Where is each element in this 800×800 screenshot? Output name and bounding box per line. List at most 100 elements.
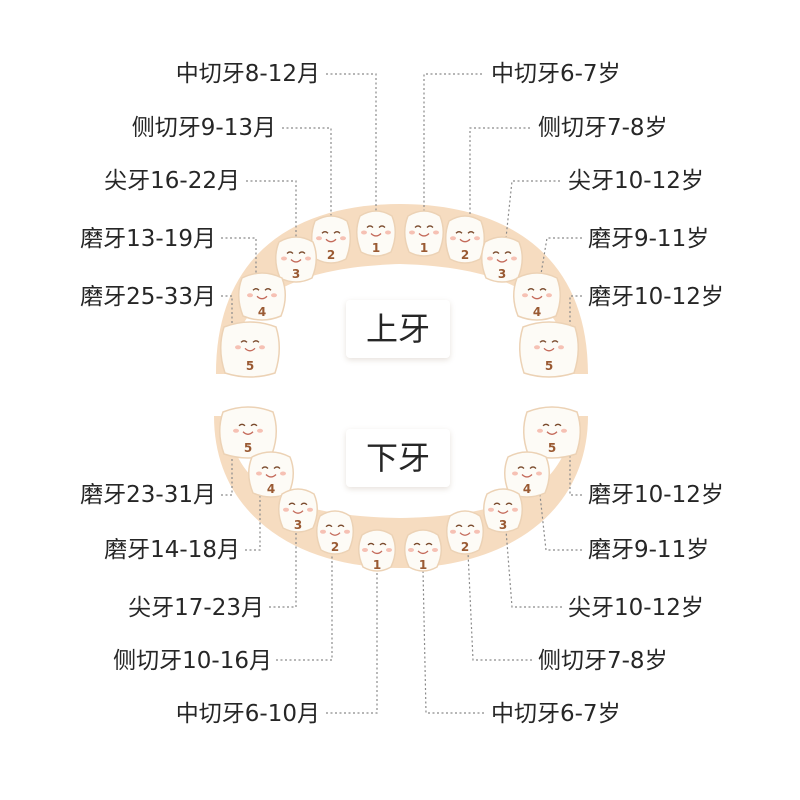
lower-right-central-incisor-tooth-body <box>404 529 442 572</box>
lower-left-lateral-incisor-label: 侧切牙10-16月 <box>113 648 272 674</box>
lower-left-second-molar-left-cheek <box>233 428 239 433</box>
upper-right-central-incisor-right-eye <box>426 225 434 228</box>
upper-left-canine-tooth-body <box>275 236 317 283</box>
upper-left-canine-leader <box>246 180 297 238</box>
upper-left-canine-right-eye <box>298 251 306 254</box>
upper-right-second-molar-right-eye <box>551 340 559 343</box>
lower-right-second-molar-left-cheek <box>537 428 543 433</box>
upper-left-first-molar-right-eye <box>264 288 272 291</box>
lower-right-lateral-incisor-tooth <box>446 510 484 555</box>
lower-right-first-molar-mouth <box>521 474 533 478</box>
lower-left-canine-tooth <box>278 488 318 533</box>
upper-left-lateral-incisor-tooth <box>311 215 351 264</box>
lower-right-central-incisor-label: 中切牙6-7岁 <box>491 701 621 727</box>
lower-right-lateral-incisor-left-cheek <box>450 529 456 534</box>
lower-left-lateral-incisor-number: 2 <box>330 539 340 554</box>
upper-right-second-molar-label: 磨牙10-12岁 <box>588 284 724 310</box>
lower-left-central-incisor-mouth <box>371 550 383 555</box>
lower-left-canine-tooth-body <box>278 488 318 533</box>
upper-left-first-molar-leader <box>221 237 257 274</box>
lower-right-second-molar-mouth <box>546 431 558 435</box>
lower-left-second-molar-left-eye <box>238 423 246 427</box>
lower-left-canine-left-eye <box>288 502 296 506</box>
upper-left-second-molar-mouth <box>244 347 256 352</box>
lower-right-central-incisor-left-cheek <box>408 547 414 552</box>
upper-right-second-molar-tooth-body <box>519 321 579 378</box>
upper-right-second-molar-tooth <box>519 321 579 378</box>
upper-left-second-molar-number: 5 <box>245 359 255 374</box>
upper-left-first-molar-tooth-body <box>238 272 286 321</box>
lower-right-canine-mouth <box>497 510 509 514</box>
lower-right-lateral-incisor-right-cheek <box>474 529 480 534</box>
upper-right-canine-right-eye <box>504 251 512 254</box>
upper-right-lateral-incisor-tooth <box>445 215 485 264</box>
lower-right-lateral-incisor-mouth <box>459 532 471 536</box>
lower-left-second-molar-leader <box>221 455 233 496</box>
lower-right-second-molar-right-eye <box>554 423 562 427</box>
lower-left-first-molar-left-cheek <box>256 471 262 476</box>
upper-left-canine-label: 尖牙16-22月 <box>104 168 240 194</box>
upper-right-canine-leader <box>505 180 560 239</box>
lower-left-first-molar-right-cheek <box>280 471 286 476</box>
upper-left-lateral-incisor-right-eye <box>333 231 341 234</box>
lower-right-lateral-incisor-tooth-body <box>446 510 484 555</box>
upper-right-lateral-incisor-right-eye <box>467 231 475 234</box>
upper-right-second-molar-number: 5 <box>544 359 554 374</box>
upper-left-central-incisor-leader <box>326 73 377 212</box>
lower-right-second-molar-tooth <box>523 406 581 459</box>
upper-left-canine-left-cheek <box>281 256 287 261</box>
lower-right-lateral-incisor-right-eye <box>467 524 475 528</box>
lower-left-first-molar-left-eye <box>261 466 269 469</box>
lower-right-central-incisor-right-cheek <box>432 547 438 552</box>
upper-left-first-molar-right-cheek <box>271 293 277 298</box>
lower-left-first-molar-number: 4 <box>266 482 276 497</box>
upper-left-lateral-incisor-label: 侧切牙9-13月 <box>131 115 276 141</box>
upper-right-lateral-incisor-leader <box>469 127 530 218</box>
upper-right-first-molar-number: 4 <box>532 304 542 319</box>
upper-right-lateral-incisor-tooth-body <box>445 215 485 264</box>
lower-right-central-incisor-leader <box>422 569 484 714</box>
lower-left-central-incisor-tooth <box>358 529 396 572</box>
lower-right-first-molar-left-eye <box>517 466 525 469</box>
lower-left-central-incisor-right-eye <box>379 542 387 546</box>
upper-right-lateral-incisor-label: 侧切牙7-8岁 <box>538 115 668 141</box>
upper-right-second-molar-left-eye <box>539 340 547 343</box>
lower-right-lateral-incisor-number: 2 <box>460 539 470 554</box>
upper-right-second-molar-left-cheek <box>534 345 540 350</box>
upper-right-central-incisor-leader <box>423 73 482 212</box>
upper-left-lateral-incisor-mouth <box>325 238 337 243</box>
upper-left-first-molar-mouth <box>256 295 268 300</box>
upper-right-first-molar-leader <box>540 237 582 275</box>
upper-left-second-molar-tooth <box>220 321 280 378</box>
lower-teeth-title: 下牙 <box>346 429 450 487</box>
upper-left-second-molar-leader <box>221 295 233 325</box>
lower-right-canine-left-cheek <box>488 507 494 512</box>
upper-left-lateral-incisor-right-cheek <box>340 236 346 241</box>
lower-left-lateral-incisor-left-cheek <box>320 529 326 534</box>
upper-left-central-incisor-right-cheek <box>385 230 391 235</box>
upper-right-central-incisor-mouth <box>418 233 430 237</box>
lower-right-second-molar-tooth-body <box>523 406 581 459</box>
upper-right-central-incisor-label: 中切牙6-7岁 <box>491 61 621 87</box>
upper-left-second-molar-right-cheek <box>259 345 265 350</box>
lower-left-lateral-incisor-left-eye <box>325 524 333 528</box>
lower-right-second-molar-number: 5 <box>547 441 557 456</box>
upper-left-first-molar-left-eye <box>252 288 260 291</box>
upper-left-second-molar-label: 磨牙25-33月 <box>80 284 216 310</box>
lower-left-lateral-incisor-mouth <box>329 532 341 536</box>
upper-left-second-molar-tooth-body <box>220 321 280 378</box>
upper-right-lateral-incisor-number: 2 <box>460 247 470 262</box>
lower-right-canine-tooth <box>483 488 523 533</box>
lower-left-lateral-incisor-tooth <box>316 510 354 555</box>
lower-right-central-incisor-right-eye <box>425 542 433 546</box>
upper-left-central-incisor-tooth-body <box>356 210 396 257</box>
upper-left-first-molar-number: 4 <box>257 304 267 319</box>
upper-right-first-molar-label: 磨牙9-11岁 <box>588 226 710 252</box>
lower-left-first-molar-mouth <box>265 474 277 478</box>
lower-left-canine-left-cheek <box>283 507 289 512</box>
upper-left-central-incisor-tooth <box>356 210 396 257</box>
lower-left-first-molar-label: 磨牙14-18月 <box>104 537 240 563</box>
lower-left-lateral-incisor-leader <box>276 552 333 661</box>
lower-right-second-molar-label: 磨牙10-12岁 <box>588 482 724 508</box>
lower-right-canine-tooth-body <box>483 488 523 533</box>
